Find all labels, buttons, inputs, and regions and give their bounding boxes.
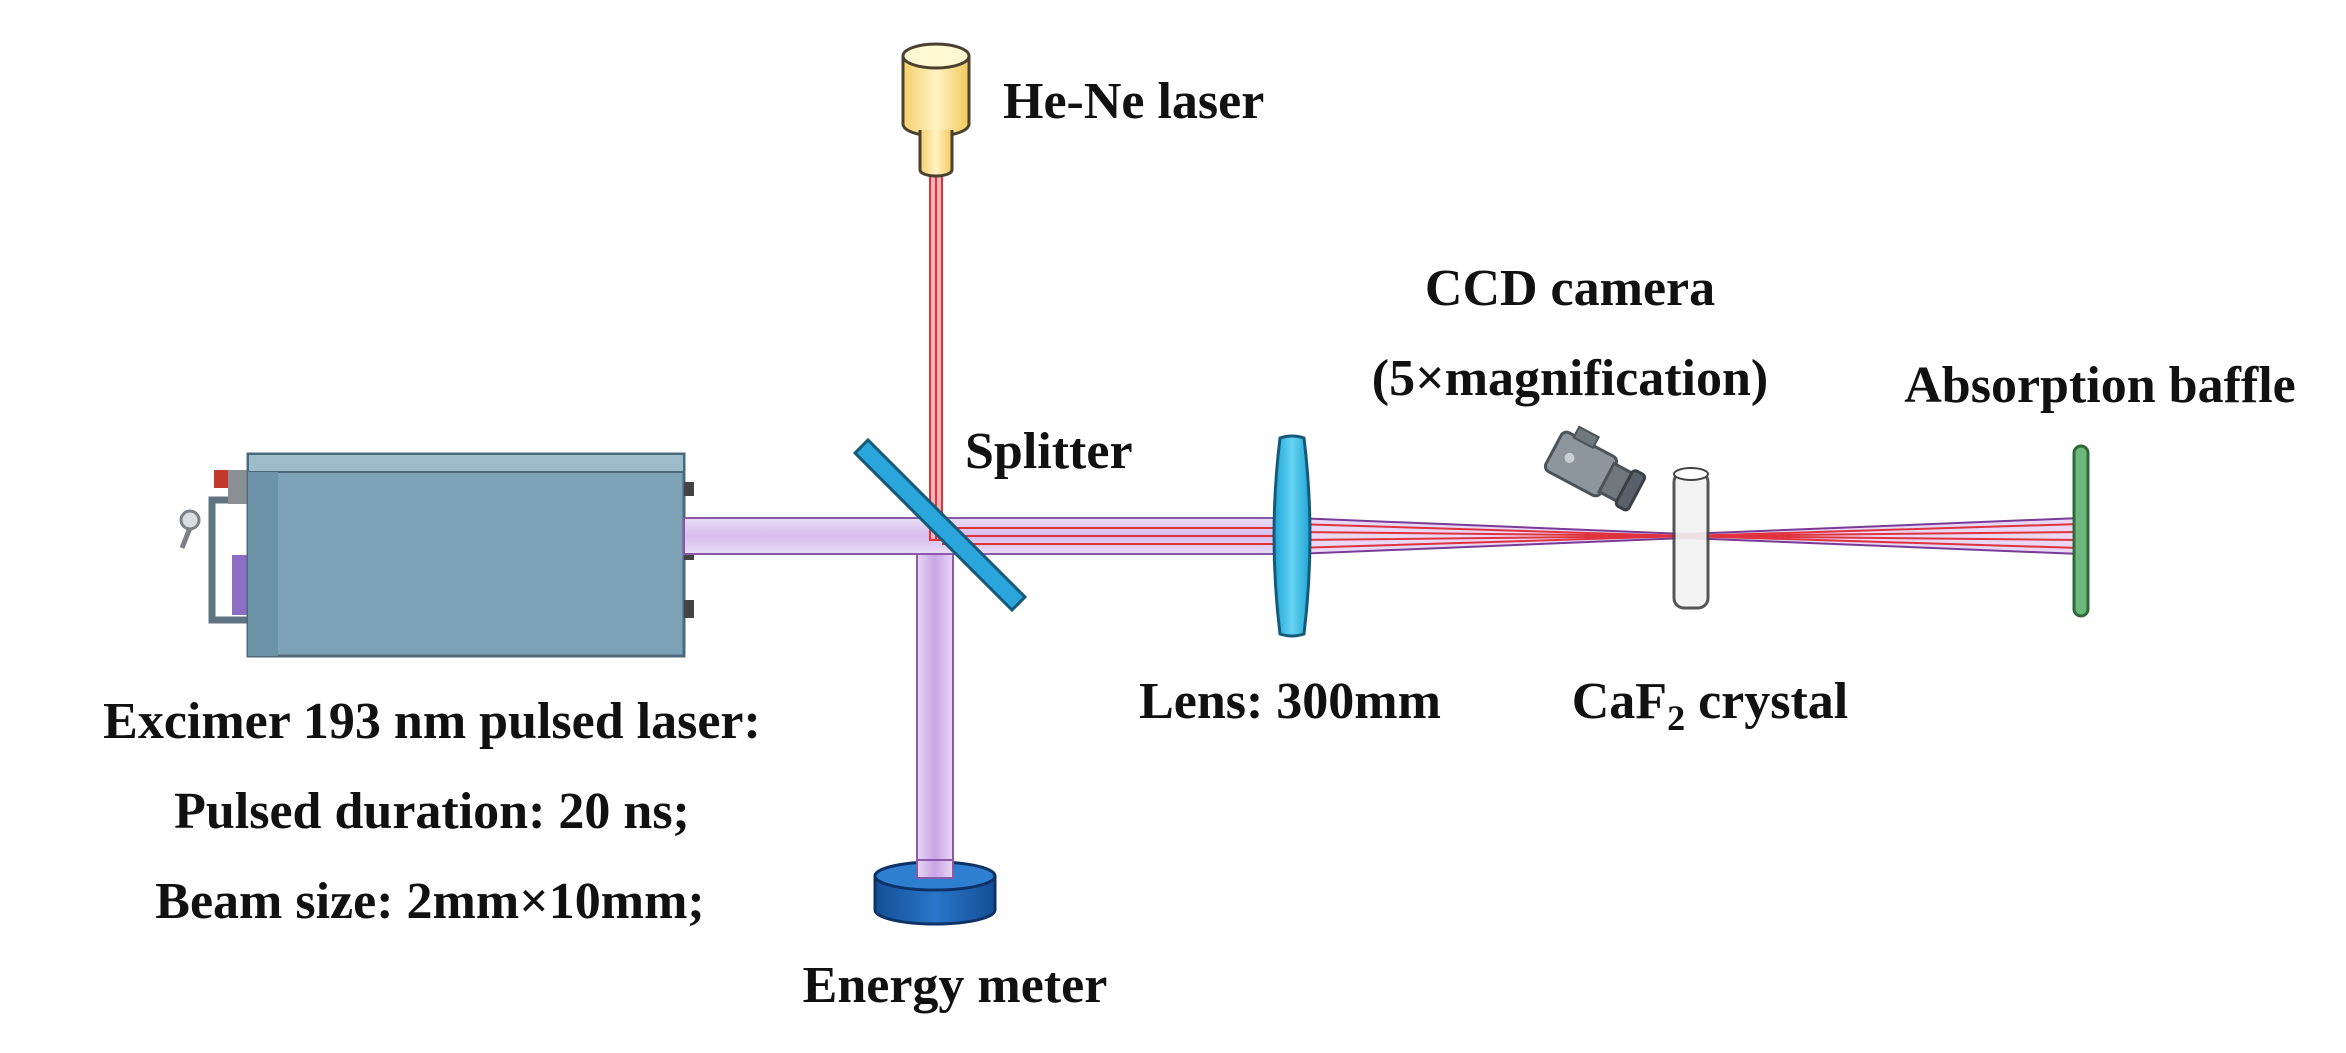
hene-laser-icon (901, 42, 971, 178)
excimer-label-line2: Pulsed duration: 20 ns; (174, 783, 690, 840)
hene-laser-label: He-Ne laser (1003, 73, 1264, 130)
hene-red-beam (929, 174, 1290, 545)
lens-label: Lens: 300mm (1139, 673, 1441, 730)
excimer-label-line1: Excimer 193 nm pulsed laser: (103, 693, 761, 750)
uv-beam-vertical (916, 547, 954, 879)
ccd-camera-icon (1543, 425, 1647, 512)
caf2-crystal-label-sub: 2 (1667, 698, 1685, 738)
caf2-crystal-label-prefix: CaF (1572, 673, 1667, 730)
energy-meter-icon (873, 859, 997, 926)
excimer-laser-box-icon (179, 452, 694, 658)
caf2-crystal-icon (1672, 467, 1710, 610)
splitter-mirror-icon (852, 437, 1028, 613)
caf2-crystal-label-suffix: crystal (1685, 673, 1848, 730)
ccd-camera-label-line1: CCD camera (1425, 260, 1715, 317)
absorption-baffle-icon (2072, 444, 2090, 618)
excimer-label-line3: Beam size: 2mm×10mm; (155, 873, 704, 930)
splitter-label: Splitter (965, 423, 1133, 480)
lens-icon (1272, 434, 1312, 638)
ccd-camera-label-line2: (5×magnification) (1372, 350, 1768, 407)
energy-meter-label: Energy meter (803, 957, 1108, 1014)
caf2-crystal-label: CaF2 crystal (1572, 673, 1849, 738)
absorption-baffle-label: Absorption baffle (1904, 357, 2295, 414)
